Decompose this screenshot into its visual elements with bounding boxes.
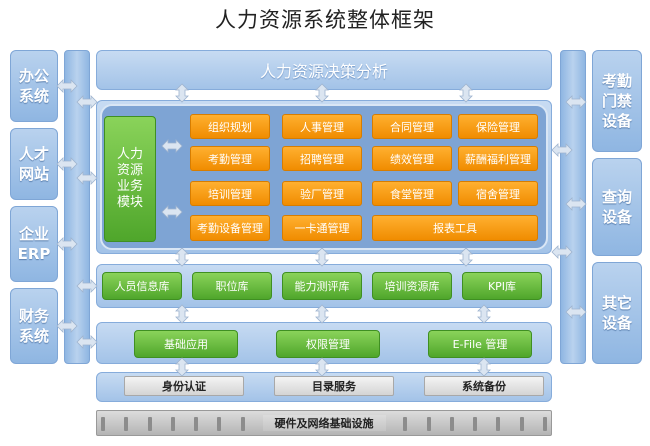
talent-website-box: 人才 网站: [10, 128, 58, 200]
infrastructure-bar: 硬件及网络基础设施: [96, 410, 552, 436]
tick: [449, 417, 454, 431]
finance-system-box: 财务 系统: [10, 288, 58, 364]
module-canteen: 食堂管理: [372, 181, 452, 206]
service-efile: E-File 管理: [428, 330, 532, 358]
arrow-left-db: [76, 279, 98, 293]
db-kpi: KPI库: [462, 272, 542, 300]
module-compensation: 薪酬福利管理: [458, 146, 538, 171]
module-org-planning: 组织规划: [190, 114, 270, 139]
tick: [519, 417, 524, 431]
hr-business-module-box: 人力 资源 业务 模块: [104, 116, 156, 242]
arrow-v12: [477, 357, 491, 377]
arrow-finance: [56, 319, 78, 333]
arrow-v11: [315, 357, 329, 377]
module-recruitment: 招聘管理: [282, 146, 362, 171]
tick: [496, 417, 501, 431]
tick: [473, 417, 477, 431]
db-competency: 能力测评库: [282, 272, 362, 300]
arrow-v7: [175, 304, 189, 324]
arrow-right-3: [565, 95, 587, 109]
module-training: 培训管理: [190, 181, 270, 206]
arrow-module-1: [161, 139, 183, 153]
db-personnel-info: 人员信息库: [102, 272, 182, 300]
tick: [124, 417, 129, 431]
arrow-v5: [315, 247, 329, 267]
query-device-box: 查询 设备: [592, 158, 642, 256]
base-directory-service: 目录服务: [274, 376, 394, 396]
decision-analysis-band: 人力资源决策分析: [96, 50, 552, 90]
module-performance: 绩效管理: [372, 146, 452, 171]
module-report-tools: 报表工具: [372, 215, 538, 241]
tick: [101, 417, 105, 431]
module-one-card: 一卡通管理: [282, 215, 362, 241]
service-basic-app: 基础应用: [134, 330, 238, 358]
arrow-left-mid: [76, 171, 98, 185]
attendance-device-box: 考勤 门禁 设备: [592, 50, 642, 152]
module-attendance-device: 考勤设备管理: [190, 215, 270, 241]
arrow-v9: [477, 304, 491, 324]
arrow-office: [56, 79, 78, 93]
db-position: 职位库: [192, 272, 272, 300]
db-training-resource: 培训资源库: [372, 272, 452, 300]
module-personnel: 人事管理: [282, 114, 362, 139]
tick: [170, 417, 175, 431]
module-insurance: 保险管理: [458, 114, 538, 139]
tick: [403, 417, 408, 431]
arrow-right-1: [551, 143, 573, 157]
arrow-right-2: [551, 245, 573, 259]
arrow-right-4: [565, 197, 587, 211]
arrow-v3: [459, 83, 473, 103]
arrow-v4: [175, 247, 189, 267]
tick: [426, 417, 431, 431]
page-title: 人力资源系统整体框架: [215, 8, 435, 32]
base-identity-auth: 身份认证: [124, 376, 244, 396]
arrow-module-2: [161, 205, 183, 219]
arrow-talent: [56, 157, 78, 171]
arrow-v1: [175, 83, 189, 103]
other-device-box: 其它 设备: [592, 262, 642, 364]
arrow-v2: [315, 83, 329, 103]
service-permission: 权限管理: [276, 330, 380, 358]
base-system-backup: 系统备份: [424, 376, 544, 396]
module-dormitory: 宿舍管理: [458, 181, 538, 206]
arrow-erp: [56, 237, 78, 251]
tick: [147, 417, 152, 431]
module-factory-audit: 验厂管理: [282, 181, 362, 206]
office-system-box: 办公 系统: [10, 50, 58, 122]
arrow-v8: [315, 304, 329, 324]
module-contract: 合同管理: [372, 114, 452, 139]
tick: [194, 417, 198, 431]
module-attendance: 考勤管理: [190, 146, 270, 171]
arrow-v10: [175, 357, 189, 377]
arrow-left-top: [76, 95, 98, 109]
tick: [542, 417, 547, 431]
infrastructure-label: 硬件及网络基础设施: [262, 415, 386, 431]
arrow-right-5: [565, 305, 587, 319]
tick: [240, 417, 245, 431]
arrow-left-svc: [76, 335, 98, 349]
tick: [217, 417, 222, 431]
arrow-v6: [459, 247, 473, 267]
